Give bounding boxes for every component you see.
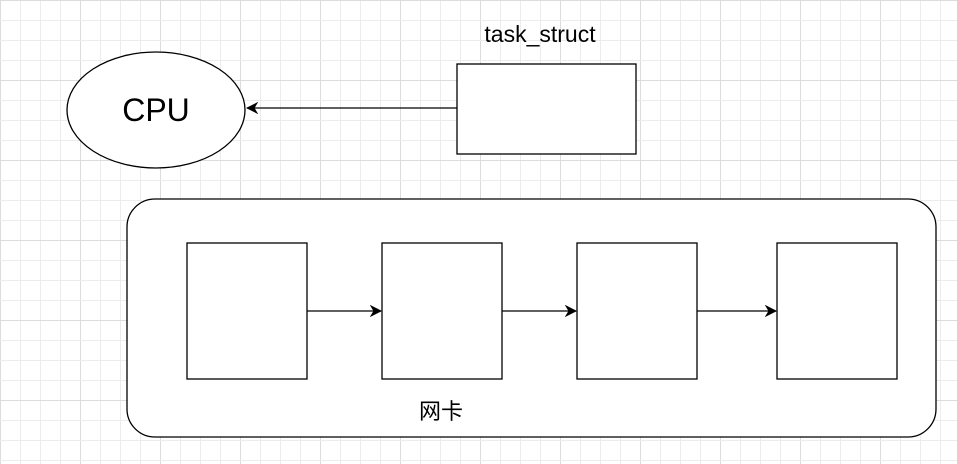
cpu-node[interactable]	[66, 51, 246, 169]
task-struct-box[interactable]	[456, 63, 637, 155]
nic-buffer-4[interactable]	[776, 242, 898, 380]
nic-label: 网卡	[419, 399, 463, 424]
nic-container[interactable]	[126, 198, 937, 438]
nic-buffer-3[interactable]	[576, 242, 698, 380]
task-struct-label: task_struct	[484, 21, 596, 47]
nic-buffer-2[interactable]	[381, 242, 503, 380]
cpu-label: CPU	[122, 92, 190, 128]
nic-buffer-1[interactable]	[186, 242, 308, 380]
